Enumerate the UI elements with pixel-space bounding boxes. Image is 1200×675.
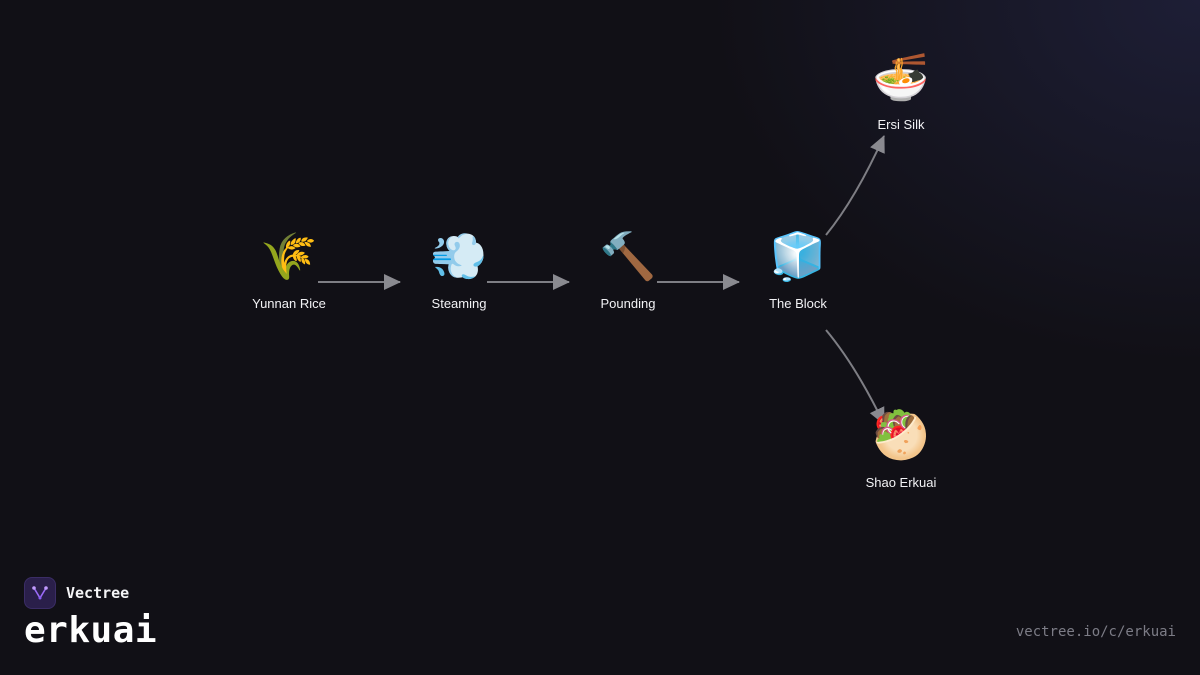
node-label: The Block bbox=[769, 296, 827, 311]
node-label: Steaming bbox=[431, 296, 487, 311]
node-label: Pounding bbox=[600, 296, 656, 311]
page-title: erkuai bbox=[24, 610, 158, 651]
node-label: Ersi Silk bbox=[877, 117, 925, 132]
node-steaming[interactable]: 💨 Steaming bbox=[389, 228, 529, 311]
node-label: Shao Erkuai bbox=[865, 475, 937, 490]
hammer-icon: 🔨 bbox=[599, 229, 657, 283]
rice-icon: 🌾 bbox=[260, 229, 318, 283]
edge-the-block-to-ersi-silk bbox=[825, 135, 885, 236]
node-label: Yunnan Rice bbox=[252, 296, 326, 311]
node-shao-erkuai[interactable]: 🥙 Shao Erkuai bbox=[831, 407, 971, 490]
noodle-bowl-icon: 🍜 bbox=[872, 50, 930, 104]
steam-icon: 💨 bbox=[430, 229, 488, 283]
brand-name: Vectree bbox=[66, 584, 130, 602]
page-url[interactable]: vectree.io/c/erkuai bbox=[1015, 624, 1176, 640]
node-ersi-silk[interactable]: 🍜 Ersi Silk bbox=[831, 49, 971, 132]
node-pounding[interactable]: 🔨 Pounding bbox=[558, 228, 698, 311]
flatbread-icon: 🥙 bbox=[872, 408, 930, 462]
block-icon: 🧊 bbox=[769, 229, 827, 283]
node-yunnan-rice[interactable]: 🌾 Yunnan Rice bbox=[219, 228, 359, 311]
brand: Vectree bbox=[24, 577, 129, 609]
vectree-logo-icon bbox=[24, 577, 56, 609]
node-the-block[interactable]: 🧊 The Block bbox=[728, 228, 868, 311]
edge-the-block-to-shao-erkuai bbox=[825, 329, 885, 425]
